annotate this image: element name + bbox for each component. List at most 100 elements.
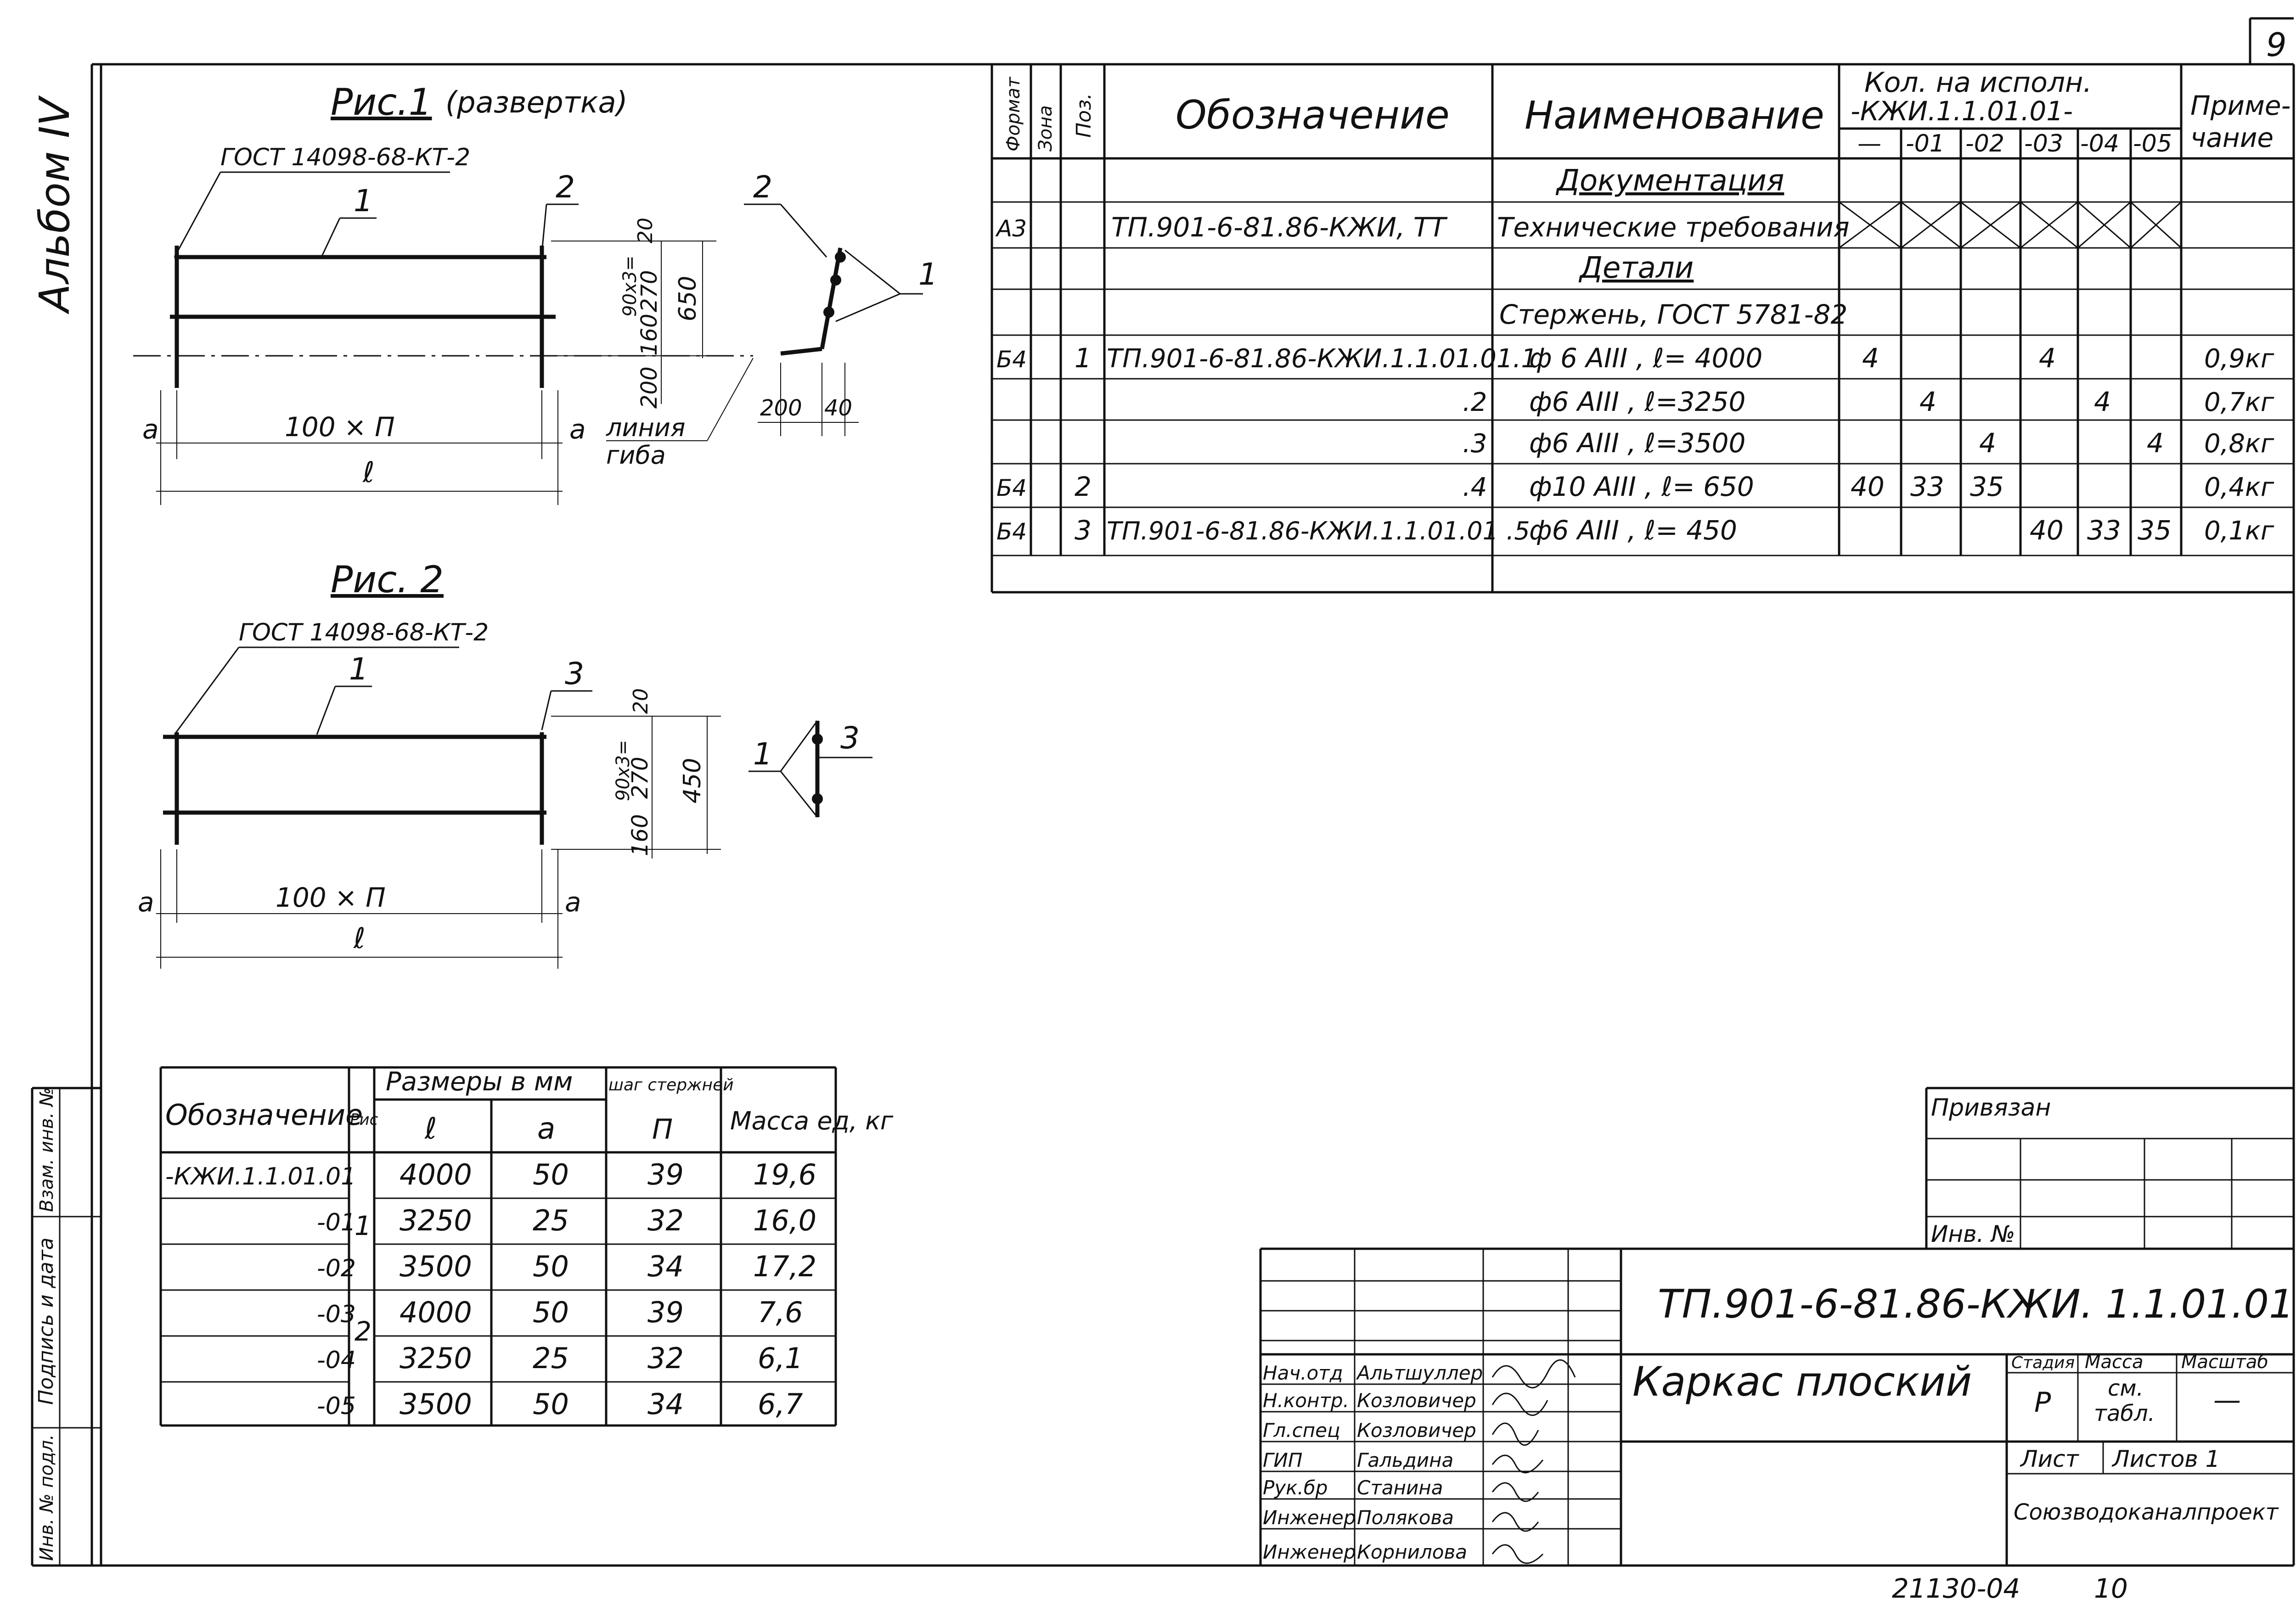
fig1-dim-a-right: a	[569, 414, 586, 445]
spec-r3-note: 0,8кг	[2204, 429, 2274, 459]
figure-2: Рис. 2 ГОСТ 14098-68-КТ-2 1 3 a 100 × П …	[138, 558, 872, 969]
spec-r2-designation: .2	[1463, 387, 1487, 417]
fig2-title: Рис. 2	[331, 558, 444, 601]
signatures	[1491, 1359, 1576, 1564]
sizes-r5-n: 32	[647, 1341, 684, 1375]
spec-r5-name: ф6 АIII , ℓ= 450	[1529, 515, 1737, 546]
spec-r4-designation: .4	[1463, 472, 1487, 502]
person-2-role: Н.контр.	[1263, 1389, 1349, 1412]
sizes-fig-2: 2	[355, 1316, 371, 1347]
person-6-name: Полякова	[1357, 1506, 1454, 1529]
spec-h-designation: Обозначение	[1176, 92, 1450, 138]
album-label: Альбом IV	[31, 95, 79, 314]
sizes-r1-mass: 19,6	[753, 1158, 816, 1191]
sizes-r1-designation: -КЖИ.1.1.01.01	[165, 1163, 356, 1190]
title-code: ТП.901-6-81.86-КЖИ. 1.1.01.01	[1658, 1281, 2294, 1327]
sizes-row-3: -02 3500 50 34 17,2	[317, 1250, 816, 1283]
fig1-title: Рис.1	[331, 81, 432, 123]
spec-row-2: .2 ф6 АIII , ℓ=3250 4 4 0,7кг	[1463, 386, 2274, 417]
spec-h-pos: Поз.	[1072, 93, 1096, 138]
page-number: 9	[2266, 26, 2287, 64]
sizes-row-1: -КЖИ.1.1.01.01 4000 50 39 19,6	[165, 1158, 816, 1191]
spec-h-zone: Зона	[1035, 105, 1056, 152]
fig1-callout-1b: 1	[918, 257, 938, 292]
title-block: ТП.901-6-81.86-КЖИ. 1.1.01.01 Каркас пло…	[1259, 1247, 2294, 1566]
person-1-name: Альтшуллер	[1356, 1362, 1483, 1384]
sizes-r4-n: 39	[647, 1296, 684, 1329]
sizes-row-2: -01 3250 25 32 16,0	[317, 1204, 816, 1237]
fig1-dim-90x3: 90x3=	[619, 255, 641, 317]
spec-r1-format: Б4	[996, 346, 1027, 373]
sizes-r4-a: 50	[533, 1296, 569, 1329]
sizes-r6-designation: -05	[317, 1392, 356, 1420]
footer-code: 21130-04	[1892, 1573, 2020, 1604]
spec-h-qty-2: -02	[1965, 130, 2004, 157]
fig1-dim-a-left: a	[142, 414, 159, 445]
spec-h-qty-title-1: Кол. на исполн.	[1864, 67, 2092, 99]
spec-r2-note: 0,7кг	[2204, 387, 2274, 417]
spec-r1-pos: 1	[1075, 342, 1092, 374]
fig2-callout-1: 1	[349, 651, 368, 687]
spec-r1-designation: ТП.901-6-81.86-КЖИ.1.1.01.01.1	[1107, 344, 1537, 374]
person-7-role: Инженер	[1263, 1541, 1356, 1563]
sizes-r5-a: 25	[533, 1341, 569, 1375]
spec-r5-note: 0,1кг	[2204, 516, 2274, 546]
spec-r4-name: ф10 АIII , ℓ= 650	[1529, 471, 1754, 502]
sizes-r5-mass: 6,1	[758, 1341, 803, 1375]
fig1-dim-200b: 200	[760, 395, 802, 421]
person-5-name: Станина	[1357, 1476, 1443, 1499]
fig2-dim-a-left: a	[138, 887, 154, 918]
fig2-dim-20: 20	[629, 688, 653, 714]
spec-h-qty-4: -04	[2080, 130, 2119, 157]
sizes-h-a: a	[537, 1112, 555, 1146]
sizes-r6-a: 50	[533, 1387, 569, 1421]
fig1-callout-2b: 2	[753, 169, 772, 205]
sizes-r4-mass: 7,6	[758, 1296, 803, 1329]
fig1-dim-200: 200	[636, 366, 662, 409]
fig1-dim-20: 20	[634, 218, 657, 243]
spec-r3-q5: 4	[2147, 427, 2164, 459]
sizes-h-mass: Масса ед, кг	[730, 1106, 894, 1135]
sizes-r6-n: 34	[647, 1387, 684, 1421]
side-stamp: Инв. № подл. Подпись и дата Взам. инв. №	[31, 1087, 101, 1567]
fig1-dim-650: 650	[674, 276, 702, 321]
sizes-r1-n: 39	[647, 1158, 684, 1191]
spec-h-qty-1: -01	[1906, 130, 1945, 157]
spec-h-name: Наименование	[1525, 93, 1824, 138]
sizes-row-5: -04 3250 25 32 6,1	[317, 1341, 803, 1375]
fig2-dim-450: 450	[679, 758, 706, 803]
fig2-dim-a-right: a	[565, 887, 581, 918]
spec-r5-format: Б4	[996, 518, 1027, 545]
spec-r1-q0: 4	[1862, 342, 1879, 374]
spec-r3-q2: 4	[1979, 427, 1996, 459]
sizes-r3-l: 3500	[400, 1250, 472, 1283]
title-mass-h: Масса	[2085, 1352, 2144, 1373]
sizes-table: Обозначение Рис Размеры в мм ℓ a шаг сте…	[159, 1066, 894, 1427]
spec-h-note-2: чание	[2190, 122, 2273, 153]
spec-r4-format: Б4	[996, 475, 1027, 501]
qty-crosses	[1839, 201, 2182, 249]
spec-h-qty-3: -03	[2024, 130, 2063, 157]
fig2-callout-1b: 1	[753, 736, 772, 772]
figure-1: Рис.1 (развертка) ГОСТ 14098-68-КТ-2 1 2…	[133, 81, 938, 505]
fig2-dim-l: ℓ	[353, 921, 366, 955]
spec-r3-designation: .3	[1463, 429, 1487, 459]
spec-doc-format: А3	[995, 215, 1027, 242]
title-sheets-h: Листов 1	[2111, 1446, 2220, 1472]
spec-r5-pos: 3	[1075, 515, 1092, 546]
sizes-r6-l: 3500	[400, 1387, 472, 1421]
spec-r4-pos: 2	[1075, 471, 1092, 502]
sizes-r4-l: 4000	[400, 1296, 472, 1329]
fig1-gost: ГОСТ 14098-68-КТ-2	[220, 144, 470, 171]
person-5-role: Рук.бр	[1263, 1476, 1328, 1499]
privyazan-inv: Инв. №	[1931, 1221, 2015, 1247]
fig1-dim-span: 100 × П	[285, 411, 395, 443]
title-scale-h: Масштаб	[2181, 1352, 2268, 1373]
spec-r5-q4: 33	[2087, 515, 2121, 546]
spec-table: Формат Зона Поз. Обозначение Наименовани…	[990, 64, 2294, 594]
person-3-role: Гл.спец	[1263, 1419, 1340, 1442]
sizes-r3-designation: -02	[317, 1255, 356, 1282]
person-1-role: Нач.отд	[1263, 1362, 1343, 1384]
fig2-gost: ГОСТ 14098-68-КТ-2	[239, 619, 489, 646]
